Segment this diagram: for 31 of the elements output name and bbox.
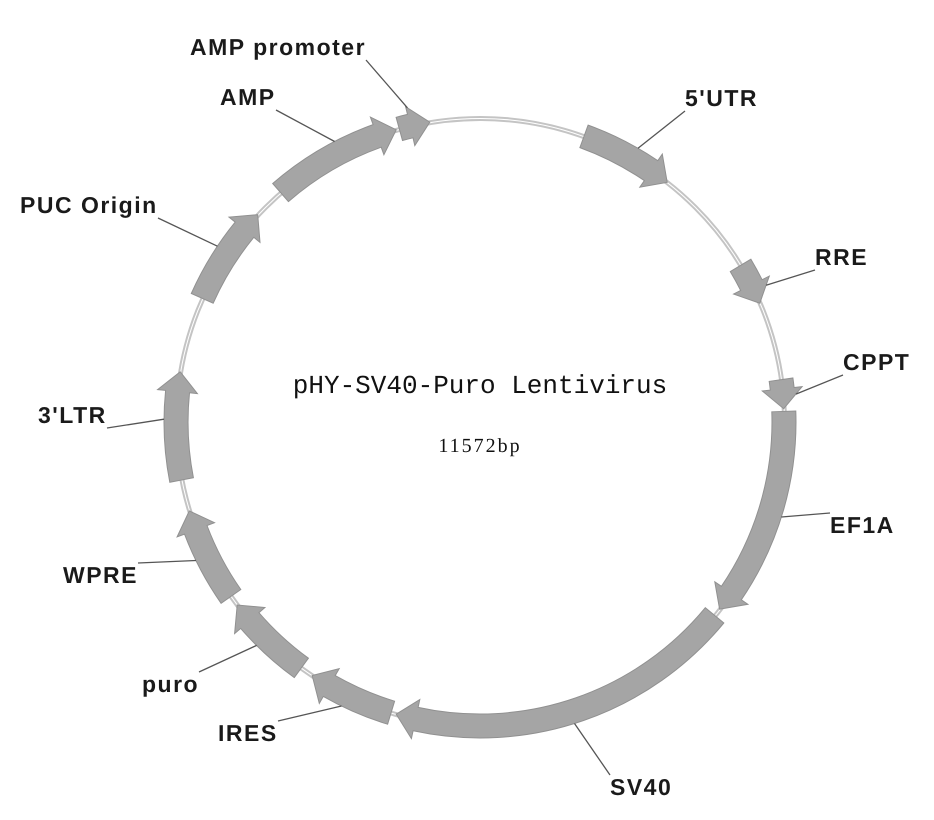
leader-line	[796, 374, 844, 395]
leader-line	[276, 109, 335, 142]
leader-line	[278, 705, 342, 722]
leader-line	[106, 418, 164, 429]
feature-label: WPRE	[63, 563, 138, 588]
feature-label: 5'UTR	[685, 86, 758, 112]
leader-line	[158, 217, 218, 247]
plasmid-size: 11572bp	[438, 435, 522, 458]
leader-line	[574, 723, 611, 776]
leader-line	[198, 644, 257, 673]
feature-label: 3'LTR	[38, 403, 107, 428]
leader-line	[638, 110, 686, 149]
feature-label: PUC Origin	[20, 193, 158, 218]
plasmid-name: pHY-SV40-Puro Lentivirus	[292, 372, 668, 402]
feature-segment	[396, 106, 430, 146]
leader-line	[781, 512, 830, 518]
feature-label: puro	[142, 672, 200, 698]
feature-label: IRES	[218, 721, 278, 746]
feature-segment	[714, 410, 796, 610]
feature-segment	[396, 607, 724, 740]
feature-label: CPPT	[843, 350, 910, 376]
leader-line	[766, 269, 816, 286]
feature-label: SV40	[610, 775, 672, 800]
feature-label: RRE	[815, 245, 868, 270]
feature-segment	[762, 378, 803, 410]
feature-label: AMP promoter	[190, 35, 366, 60]
feature-label: AMP	[220, 85, 276, 110]
feature-segment	[157, 371, 198, 483]
feature-label: EF1A	[830, 513, 895, 538]
leader-line	[138, 560, 196, 564]
leader-line	[366, 60, 408, 108]
